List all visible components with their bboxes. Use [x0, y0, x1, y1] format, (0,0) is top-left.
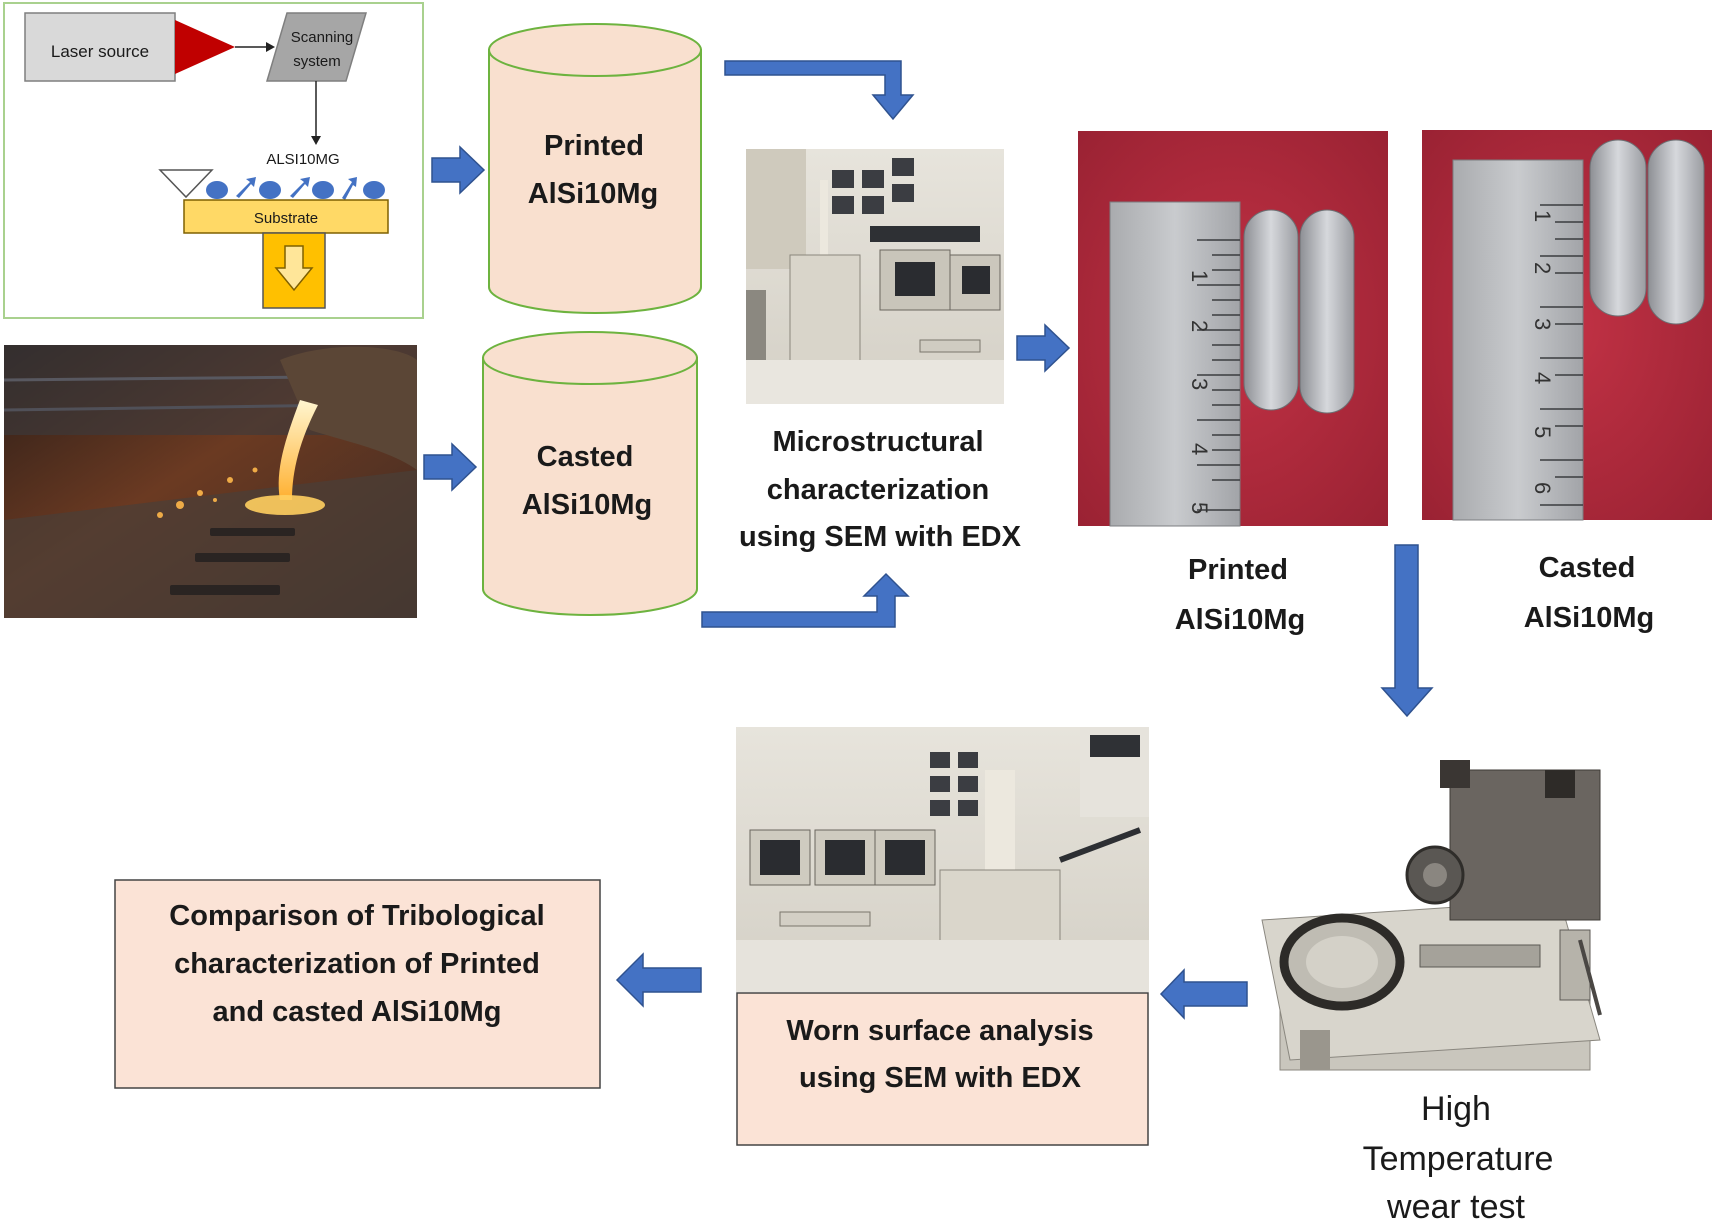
casted-sample-1 [1589, 139, 1647, 317]
casted-ruler-num-5: 5 [1530, 426, 1555, 438]
casted-sample-2 [1647, 139, 1705, 325]
platform-down-arrow-icon [274, 245, 314, 292]
casted-ruler-num-6: 6 [1530, 482, 1555, 494]
arrow-right-schematic-to-printed [431, 145, 486, 195]
worn-label-line2: using SEM with EDX [799, 1062, 1082, 1094]
scanning-label-line1: Scanning [291, 29, 354, 46]
powder-label: ALSI10MG [266, 151, 339, 168]
laser-source-label: Laser source [51, 42, 149, 61]
casted-ruler-num-4: 4 [1530, 372, 1555, 384]
laser-source-box [24, 12, 176, 82]
laser-triangle-icon [175, 20, 235, 74]
arrow-elbow-casted-to-sem [701, 572, 910, 628]
arrow-right-sem-to-samples [1016, 323, 1071, 373]
powder-hopper-icon [158, 169, 214, 199]
micro-label-line2: characterization [767, 474, 989, 506]
scanning-system-box [265, 12, 368, 82]
casted-sample-label-line2: AlSi10Mg [1524, 602, 1655, 634]
casted-ruler-num-3: 3 [1530, 318, 1555, 330]
arrow-left-worn-to-comparison [615, 952, 702, 1008]
beam-arrowhead-icon [266, 42, 275, 52]
arrow-right-casting-to-casted [423, 442, 478, 492]
scanning-label-line2: system [293, 53, 341, 70]
printed-ruler-num-3: 3 [1187, 378, 1212, 390]
cylinder-casted: Casted AlSi10Mg [482, 331, 698, 616]
printed-sample-1 [1243, 209, 1299, 411]
substrate-label: Substrate [254, 210, 318, 227]
comparison-label-line1: Comparison of Tribological [169, 900, 544, 932]
sem-lab-photo-top [746, 149, 1004, 404]
cylinder-printed-line2: AlSi10Mg [528, 178, 659, 210]
casted-sample-label-line1: Casted [1539, 552, 1636, 584]
printed-ruler-num-1: 1 [1187, 270, 1212, 282]
cylinder-casted-line1: Casted [537, 441, 634, 473]
casted-ruler-ticks [1540, 204, 1583, 506]
cylinder-casted-line2: AlSi10Mg [522, 489, 653, 521]
printed-sample-label-line1: Printed [1188, 554, 1288, 586]
substrate-block [183, 199, 389, 234]
printed-ruler-ticks [1197, 239, 1240, 511]
printed-sample-label-line2: AlSi10Mg [1175, 604, 1306, 636]
comparison-label-line3: and casted AlSi10Mg [212, 996, 501, 1028]
powder-particles [206, 177, 385, 200]
cylinder-printed: Printed AlSi10Mg [488, 23, 702, 314]
casted-sample-photo: 1 2 3 4 5 6 [1422, 130, 1712, 521]
printed-sample-2 [1299, 209, 1355, 414]
worn-label-line1: Worn surface analysis [786, 1015, 1093, 1047]
wear-test-label-line2: Temperature [1363, 1140, 1554, 1178]
casting-photo [3, 345, 418, 618]
wear-test-machine-photo [1261, 760, 1602, 1071]
wear-test-label-line3: wear test [1386, 1188, 1525, 1225]
micro-label-area [706, 404, 1050, 550]
printed-sample-photo: 1 2 3 4 5 [1078, 131, 1388, 527]
arrow-elbow-printed-to-sem [724, 60, 915, 121]
printed-ruler-num-5: 5 [1187, 502, 1212, 514]
casted-ruler-num-1: 1 [1530, 210, 1555, 222]
arrow-down-samples-to-wear [1380, 544, 1434, 718]
laser-schematic-panel: Laser source Scanning system ALSI10MG Su… [3, 2, 424, 319]
printed-ruler-num-2: 2 [1187, 320, 1212, 332]
wear-test-label-line1: High [1421, 1090, 1491, 1128]
scan-arrowhead-icon [311, 136, 321, 145]
micro-label-line1: Microstructural [772, 426, 983, 458]
comparison-label-line2: characterization of Printed [174, 948, 540, 980]
printed-ruler-num-4: 4 [1187, 443, 1212, 455]
casted-ruler-num-2: 2 [1530, 262, 1555, 274]
sem-lab-photo-bottom [736, 727, 1149, 992]
micro-label-line3: using SEM with EDX [739, 521, 1022, 553]
worn-surface-box [736, 992, 1149, 1146]
arrow-left-wear-to-worn [1159, 968, 1248, 1020]
comparison-box [114, 879, 601, 1089]
cylinder-printed-line1: Printed [544, 130, 644, 162]
